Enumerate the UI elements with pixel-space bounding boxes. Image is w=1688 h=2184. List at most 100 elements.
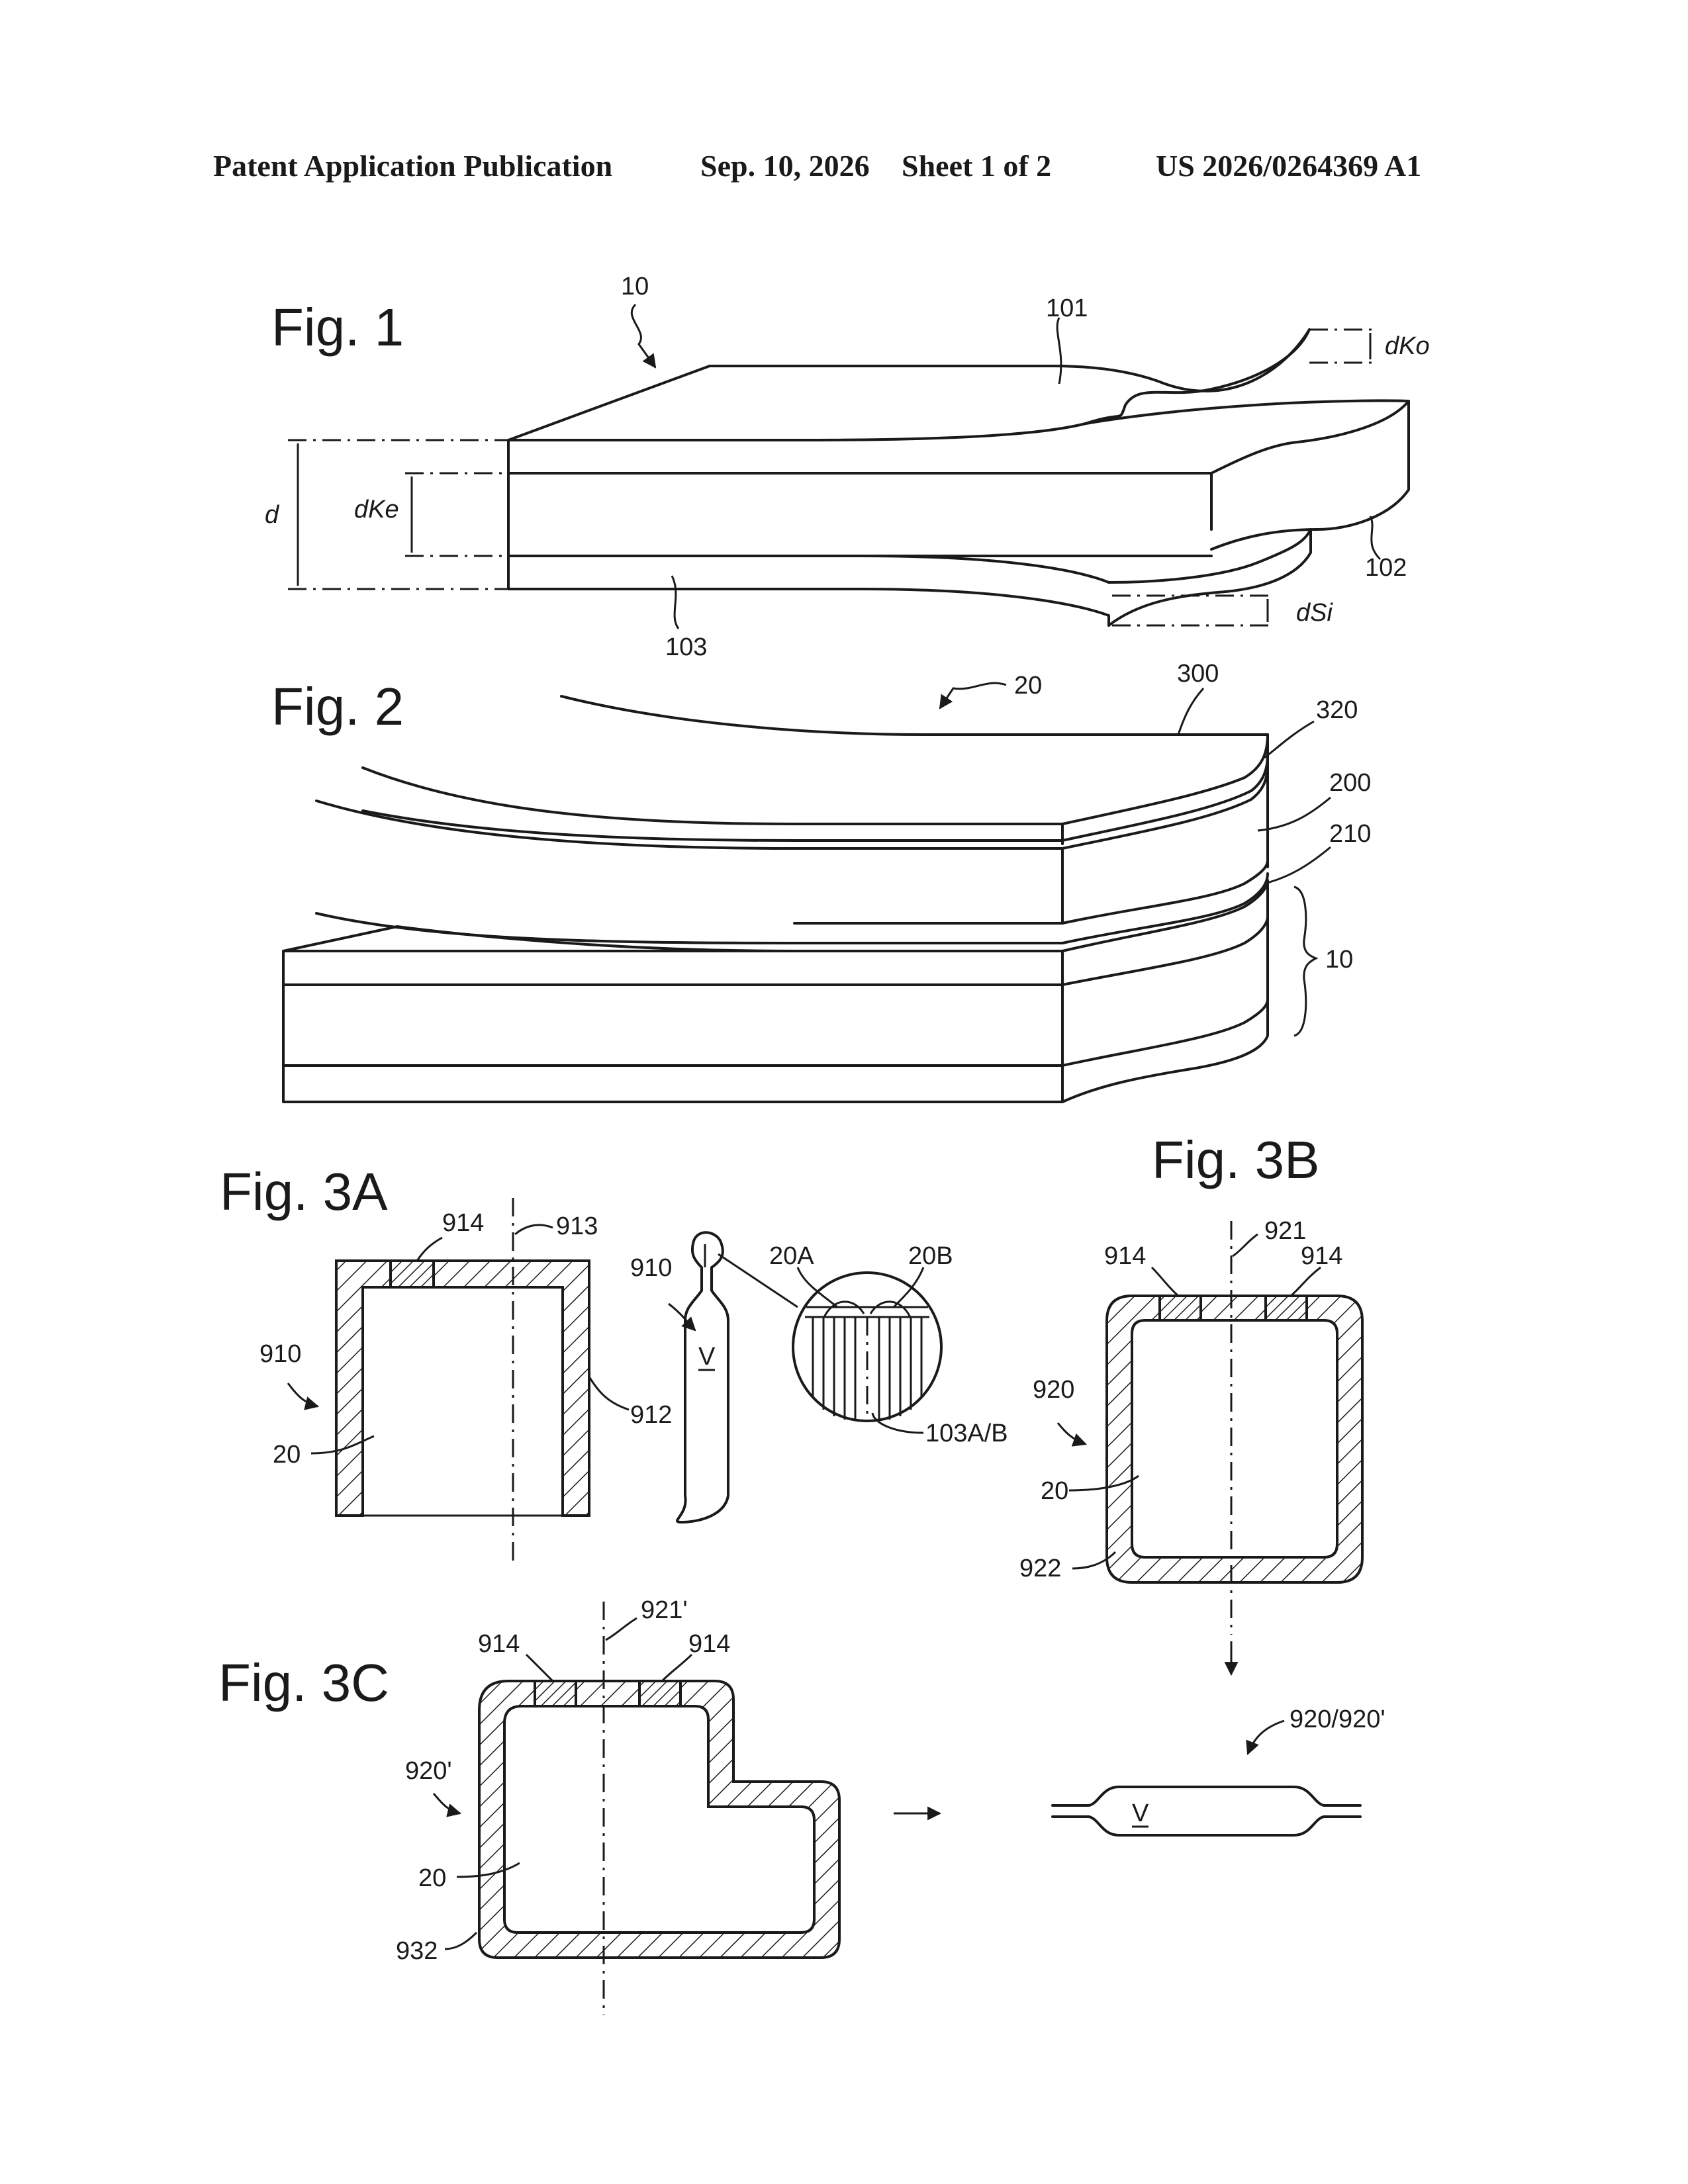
fig3a-ref-20: 20 <box>273 1441 301 1469</box>
header-publication-type: Patent Application Publication <box>213 149 612 183</box>
fig3a-vial-volume-V: V <box>698 1343 716 1371</box>
fig1-dim-d: d <box>265 501 280 529</box>
fig3b-seal-914-right <box>1266 1296 1307 1320</box>
fig1-dim-dSi: dSi <box>1296 599 1333 627</box>
fig3a-leader-20B <box>894 1267 923 1307</box>
fig2-layer-300-side <box>1062 735 1268 824</box>
fig3b-pouch-wall-922 <box>1107 1296 1362 1582</box>
fig2-layer-210-side <box>1062 874 1268 943</box>
fig1-layer-103-bottom <box>508 440 1109 625</box>
fig3b-ref-20: 20 <box>1041 1477 1068 1505</box>
fig3b-leader-920-920p <box>1248 1721 1284 1754</box>
fig3c-seal-914-right <box>639 1681 680 1706</box>
fig3c-ref-920p: 920' <box>405 1757 452 1785</box>
fig3a-ref-103AB: 103A/B <box>925 1420 1008 1447</box>
fig3a-ref-913: 913 <box>556 1212 598 1240</box>
fig3a-leader-910-mid <box>669 1304 695 1330</box>
figure-1: Fig. 1 10 101 102 103 d <box>265 273 1430 661</box>
fig3c-seal-914-left <box>535 1681 576 1706</box>
fig3a-vial-910 <box>677 1232 728 1522</box>
page-header: Patent Application Publication Sep. 10, … <box>213 149 1421 183</box>
fig1-layer-101-top-edge <box>508 330 1309 440</box>
fig1-ref-101: 101 <box>1046 295 1088 322</box>
figure-3b: Fig. 3B 921 914 914 920 20 922 V 920/920… <box>1019 1130 1385 1835</box>
fig3a-pouch-wall-912 <box>336 1261 589 1516</box>
fig1-layer-101-front-edge <box>508 330 1309 440</box>
fig3a-title: Fig. 3A <box>220 1162 388 1221</box>
fig3a-leader-20A <box>798 1267 837 1307</box>
figure-2: Fig. 2 20 300 320 <box>271 660 1371 1102</box>
fig1-core-side-102 <box>1211 401 1409 549</box>
fig1-ref-103: 103 <box>665 633 707 661</box>
fig2-substrate-top <box>283 927 1062 951</box>
fig2-ref-320: 320 <box>1316 696 1358 724</box>
fig2-title: Fig. 2 <box>271 677 404 736</box>
fig3b-ref-914-right: 914 <box>1301 1242 1342 1270</box>
fig2-substrate-side-line-2 <box>1062 999 1268 1066</box>
fig2-layer-300-top <box>561 696 1268 735</box>
fig3a-leader-910 <box>288 1383 318 1406</box>
fig1-dim-dKe: dKe <box>354 496 399 523</box>
fig3b-ref-922: 922 <box>1019 1555 1061 1582</box>
fig3c-ref-921p: 921' <box>641 1596 688 1624</box>
header-publication-number: US 2026/0264369 A1 <box>1156 149 1421 183</box>
fig3b-leader-920 <box>1058 1423 1086 1444</box>
fig3a-ref-910-mid: 910 <box>630 1254 672 1282</box>
fig3c-title: Fig. 3C <box>218 1653 389 1712</box>
fig3a-leader-913 <box>515 1225 553 1234</box>
fig2-leader-300 <box>1178 688 1203 735</box>
fig1-ref-102: 102 <box>1365 554 1407 582</box>
fig2-layer-300-front <box>363 768 1062 824</box>
fig1-core-back-edge <box>1086 400 1409 424</box>
fig1-leader-103 <box>672 576 679 629</box>
fig3b-ref-921: 921 <box>1264 1217 1306 1245</box>
fig3a-leader-103AB <box>872 1413 923 1433</box>
fig1-leader-102 <box>1370 516 1380 559</box>
fig2-brace-10 <box>1294 887 1316 1036</box>
fig3b-pouch-volume-V: V <box>1132 1799 1149 1827</box>
fig2-layer-320-side-b <box>1062 764 1268 848</box>
fig3b-seal-914-left <box>1160 1296 1201 1320</box>
fig3a-ref-20A: 20A <box>769 1242 814 1270</box>
fig1-core-top <box>508 473 1211 529</box>
fig3b-leader-914-left <box>1152 1267 1178 1296</box>
fig3a-ref-910-left: 910 <box>259 1340 301 1368</box>
fig2-ref-300: 300 <box>1177 660 1219 688</box>
fig1-dim-dKo: dKo <box>1385 332 1430 360</box>
fig2-layer-200-side-bottom <box>1062 860 1268 923</box>
fig3b-ref-920-920p: 920/920' <box>1289 1706 1385 1733</box>
fig1-layer-103-top <box>508 556 1109 582</box>
figure-3c: Fig. 3C 921' 914 914 920' 20 932 <box>218 1596 940 2015</box>
fig2-ref-10: 10 <box>1325 946 1353 974</box>
fig3c-ref-914-right: 914 <box>688 1630 730 1658</box>
fig2-leader-210 <box>1264 847 1331 884</box>
fig3a-ref-912: 912 <box>630 1401 672 1429</box>
fig3c-ref-914-left: 914 <box>478 1630 520 1658</box>
fig3b-ref-920: 920 <box>1033 1376 1074 1404</box>
fig2-ref-200: 200 <box>1329 769 1371 797</box>
fig3b-sealed-pouch <box>1053 1787 1360 1835</box>
header-date: Sep. 10, 2026 <box>700 149 870 183</box>
fig1-ref-10: 10 <box>621 273 649 300</box>
fig2-layer-320-top <box>363 811 1062 841</box>
fig3c-ref-20: 20 <box>418 1864 446 1892</box>
fig1-layer-103-side <box>1109 529 1311 625</box>
fig2-layer-210-top <box>316 913 1062 943</box>
fig2-substrate-side <box>1062 880 1268 1102</box>
fig3b-leader-914-right <box>1291 1267 1321 1296</box>
fig3a-ref-20B: 20B <box>908 1242 953 1270</box>
fig3a-ref-914: 914 <box>442 1209 484 1237</box>
fig3a-seal-914 <box>391 1261 434 1287</box>
fig3c-pouch-wall-932 <box>479 1681 839 1958</box>
fig2-substrate-side-line-1 <box>1062 917 1268 985</box>
fig2-leader-20 <box>940 683 1006 708</box>
fig3c-leader-921p <box>606 1618 637 1640</box>
fig3c-ref-932: 932 <box>396 1937 438 1965</box>
figure-3a: Fig. 3A 914 913 910 912 20 V 910 <box>220 1162 1008 1562</box>
fig2-ref-20: 20 <box>1014 672 1042 700</box>
header-sheet: Sheet 1 of 2 <box>902 149 1051 183</box>
fig3b-title: Fig. 3B <box>1152 1130 1319 1189</box>
fig3a-leader-912 <box>589 1377 629 1410</box>
fig1-leader-101 <box>1057 318 1061 384</box>
